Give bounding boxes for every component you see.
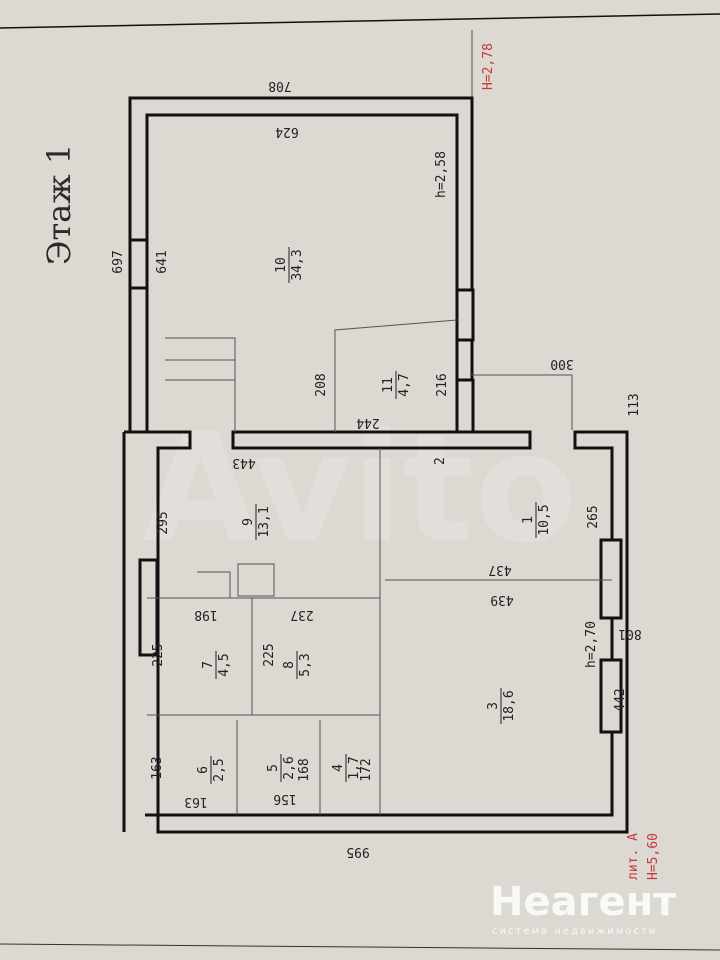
dim: 801 xyxy=(618,626,641,641)
svg-text:13,1: 13,1 xyxy=(257,506,272,537)
dim: 225 xyxy=(262,643,277,666)
dim: 225 xyxy=(151,643,166,666)
dim: 168 xyxy=(297,758,312,781)
dim: 156 xyxy=(273,791,296,806)
svg-text:4: 4 xyxy=(331,764,346,772)
svg-text:1: 1 xyxy=(521,516,536,524)
svg-text:10,5: 10,5 xyxy=(537,504,552,535)
svg-text:5: 5 xyxy=(266,764,281,772)
dim: 624 xyxy=(275,124,299,139)
svg-text:6: 6 xyxy=(196,766,211,774)
building-height: H=2,78 xyxy=(481,43,496,90)
room-2: 2 xyxy=(433,457,448,465)
dim: 300 xyxy=(550,356,573,371)
svg-text:18,6: 18,6 xyxy=(502,690,517,721)
dim: 697 xyxy=(111,250,126,273)
svg-text:34,3: 34,3 xyxy=(290,249,305,280)
floor-title: Этаж 1 xyxy=(40,144,78,265)
main-height: h=2,70 xyxy=(584,621,599,668)
svg-text:3: 3 xyxy=(486,702,501,710)
dim: 708 xyxy=(268,78,291,93)
dim: 237 xyxy=(290,607,313,622)
lit-height: H=5,60 xyxy=(646,833,661,880)
dim: 995 xyxy=(346,844,369,859)
svg-text:5,3: 5,3 xyxy=(298,653,313,676)
dim: 113 xyxy=(627,393,642,416)
dim: 443 xyxy=(232,455,255,470)
dim: 172 xyxy=(359,758,374,781)
svg-text:9: 9 xyxy=(241,518,256,526)
dim: 437 xyxy=(488,562,511,577)
svg-text:11: 11 xyxy=(381,377,396,393)
brand-tagline: система недвижимости xyxy=(492,926,657,937)
dim: 216 xyxy=(435,373,450,396)
brand-watermark: Неагент xyxy=(490,879,677,925)
dim: 439 xyxy=(490,592,513,607)
room10-height: h=2,58 xyxy=(434,151,449,198)
svg-text:2,5: 2,5 xyxy=(212,758,227,781)
svg-text:7: 7 xyxy=(201,661,216,669)
dim: 208 xyxy=(314,373,329,396)
dim: 244 xyxy=(356,415,380,430)
svg-text:10: 10 xyxy=(274,257,289,273)
dim: 641 xyxy=(155,250,170,273)
svg-text:2,6: 2,6 xyxy=(282,756,297,779)
svg-text:8: 8 xyxy=(282,661,297,669)
dim: 198 xyxy=(194,607,217,622)
dim: 442 xyxy=(613,688,628,711)
walls xyxy=(122,96,629,834)
svg-text:4,7: 4,7 xyxy=(397,373,412,396)
dimensions: 708 624 697 641 208 216 300 113 244 443 … xyxy=(111,78,642,859)
partitions xyxy=(147,319,612,815)
dim: 163 xyxy=(150,756,165,779)
dim: 163 xyxy=(184,794,207,809)
lit-label: лит. А xyxy=(626,833,641,880)
dim: 265 xyxy=(586,505,601,528)
page-border-top xyxy=(0,13,720,29)
page-border-bottom xyxy=(0,943,720,951)
svg-text:4,5: 4,5 xyxy=(217,653,232,676)
svg-text:1,7: 1,7 xyxy=(347,756,362,779)
dim: 295 xyxy=(156,511,171,534)
